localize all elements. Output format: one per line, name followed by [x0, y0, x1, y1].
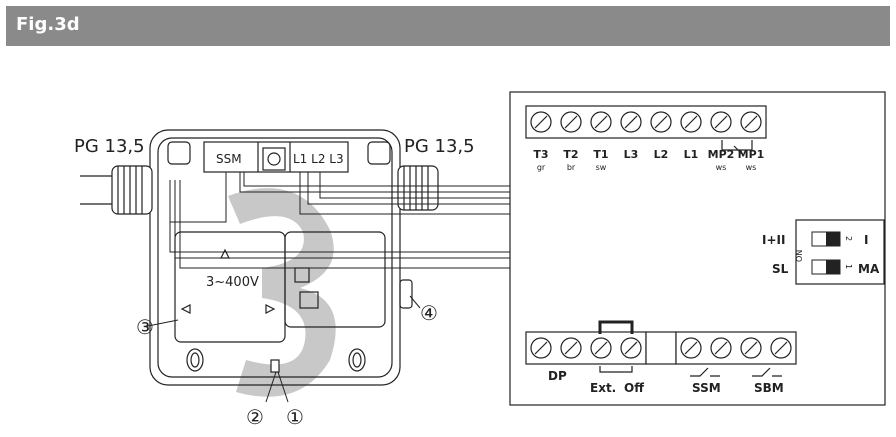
- dip-label-left-top: I+II: [762, 233, 785, 247]
- arrow-up-symbol: [220, 248, 230, 259]
- upper-terminal-labels: T3 gr T2 br T1 sw L3 L2 L1 MP2 ws MP1 ws: [533, 148, 764, 172]
- callout-lines: [147, 295, 421, 403]
- screw-top-right: [367, 141, 391, 165]
- upper-terminal-label: L1: [684, 148, 699, 161]
- callout-3: ③: [136, 315, 154, 339]
- upper-terminal-label: T1: [593, 148, 608, 161]
- upper-terminal-label: L3: [624, 148, 639, 161]
- control-module-frame: [284, 231, 386, 328]
- upper-terminal-label: T3: [533, 148, 548, 161]
- upper-terminal-label: MP1: [738, 148, 765, 161]
- cable-gland-right: [397, 165, 439, 211]
- slot-bottom-left: [186, 348, 204, 372]
- upper-terminal-color-code: br: [567, 163, 576, 172]
- logo-watermark: [228, 188, 336, 397]
- figure-title: Fig.3d: [16, 14, 80, 35]
- dip-label-left-bottom: SL: [772, 262, 789, 276]
- callout-2: ②: [246, 405, 264, 429]
- dip-on-label: ON: [795, 250, 804, 262]
- arrow-right-symbol: [265, 304, 276, 314]
- upper-terminal-color-code: ws: [716, 163, 727, 172]
- callout-4: ④: [420, 301, 438, 325]
- block-label-ssm: SSM: [216, 152, 242, 166]
- slot-bottom-right: [348, 348, 366, 372]
- upper-terminal-color-code: ws: [746, 163, 757, 172]
- voltage-label: 3~400V: [206, 275, 259, 290]
- dip-switch-2-knob[interactable]: [826, 232, 840, 246]
- dip-num-top: 2: [844, 236, 853, 241]
- connector-block: [203, 141, 349, 173]
- figure-header-bar: Fig.3d: [6, 6, 890, 46]
- dip-num-bottom: 1: [844, 264, 853, 269]
- upper-terminal-color-code: sw: [596, 163, 607, 172]
- side-screw: [399, 279, 413, 309]
- lower-terminal-strip: [525, 320, 797, 377]
- gland-label-left: PG 13,5: [74, 136, 145, 157]
- dip-switch[interactable]: [795, 219, 885, 285]
- terminal-box: [149, 129, 413, 397]
- upper-terminal-color-code: gr: [537, 163, 546, 172]
- lower-label-dp: DP: [548, 369, 567, 383]
- center-screw: [262, 147, 286, 171]
- upper-terminal-strip: [525, 105, 767, 155]
- block-label-phases: L1 L2 L3: [293, 152, 344, 166]
- arrow-left-symbol: [180, 304, 191, 314]
- callout-1: ①: [286, 405, 304, 429]
- upper-terminal-label: MP2: [708, 148, 735, 161]
- lower-label-off: Off: [624, 381, 644, 395]
- upper-terminal-label: T2: [563, 148, 578, 161]
- dip-switch-1-knob[interactable]: [826, 260, 840, 274]
- screw-top-left: [167, 141, 191, 165]
- lower-label-sbm: SBM: [754, 381, 784, 395]
- cable-gland-left: [80, 165, 153, 215]
- gland-label-right: PG 13,5: [404, 136, 475, 157]
- dip-label-right-bottom: MA: [858, 262, 880, 276]
- status-led: [270, 359, 280, 373]
- lower-label-ext: Ext.: [590, 381, 616, 395]
- upper-terminal-label: L2: [654, 148, 669, 161]
- lower-label-ssm: SSM: [692, 381, 721, 395]
- dip-label-right-top: I: [864, 233, 868, 247]
